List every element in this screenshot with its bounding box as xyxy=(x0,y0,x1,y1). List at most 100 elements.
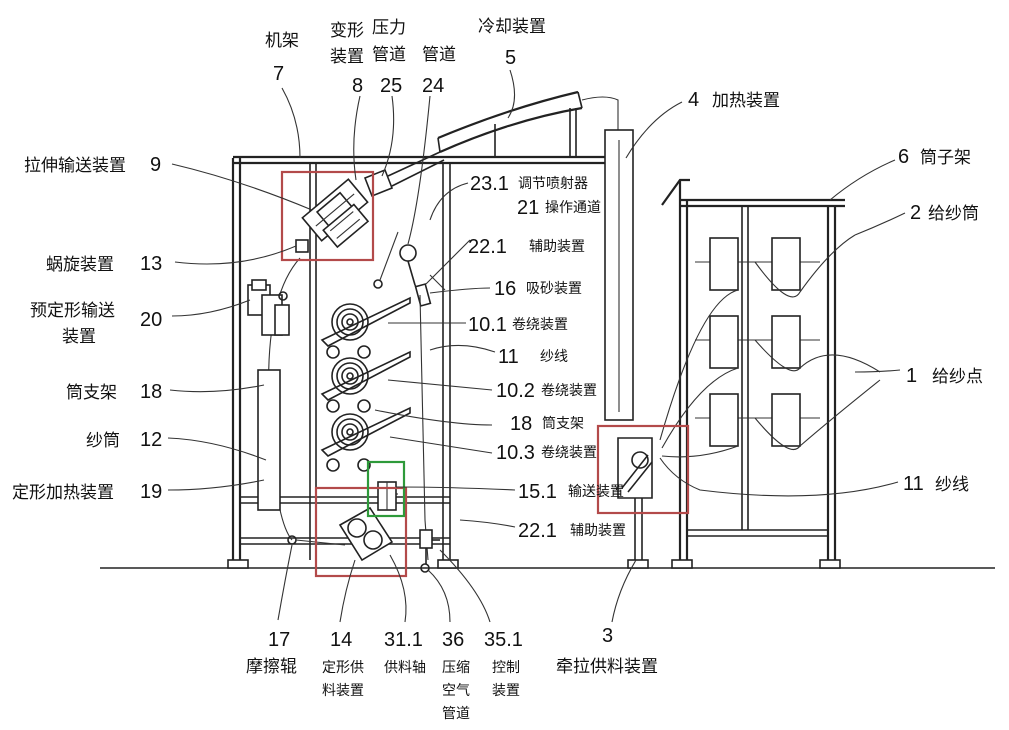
label-tube-holder-mid-text: 筒支架 xyxy=(542,415,584,432)
highlight-box-setting-feed xyxy=(314,486,408,578)
label-convey-text: 输送装置 xyxy=(568,484,624,500)
winding-device-1 xyxy=(320,296,411,359)
label-adjust-injector-text: 调节喷射器 xyxy=(518,176,588,192)
label-aux-upper-num: 22.1 xyxy=(468,236,507,258)
label-heating-num: 4 xyxy=(688,89,699,111)
label-suction-num: 16 xyxy=(494,278,516,300)
label-winding-3-text: 卷绕装置 xyxy=(541,445,597,461)
label-setting-feed-num: 14 xyxy=(330,629,352,651)
label-supply-bobbin-text: 给纱筒 xyxy=(928,204,979,224)
label-setting-heater-text: 定形加热装置 xyxy=(12,483,114,503)
label-compressed-air-text-3: 管道 xyxy=(442,706,470,722)
label-tube-holder-left-text: 筒支架 xyxy=(66,383,117,403)
label-yarn-mid-text: 纱线 xyxy=(540,349,568,365)
label-pipe-num: 24 xyxy=(422,75,444,97)
label-convey-num: 15.1 xyxy=(518,481,557,503)
label-deform-text-2: 装置 xyxy=(330,47,364,67)
label-setting-heater-num: 19 xyxy=(140,481,162,503)
draw-feed-device xyxy=(617,437,653,560)
highlight-box-stretch xyxy=(280,170,375,262)
highlight-box-draw-feed xyxy=(596,424,690,515)
label-aux-upper-text: 辅助装置 xyxy=(529,239,585,255)
label-pressure-pipe-num: 25 xyxy=(380,75,402,97)
suction-injector xyxy=(373,231,446,307)
label-yarn-mid-num: 11 xyxy=(498,346,519,368)
label-feed-shaft-num: 31.1 xyxy=(384,629,423,651)
creel-yarns xyxy=(659,234,881,458)
label-preset-convey-num: 20 xyxy=(140,309,162,331)
label-heating-text: 加热装置 xyxy=(712,91,780,111)
label-frame-num: 7 xyxy=(273,63,284,85)
label-frame-text: 机架 xyxy=(265,31,299,51)
leader-lines xyxy=(167,69,906,623)
label-pipe-text: 管道 xyxy=(422,45,456,65)
setting-heater xyxy=(257,369,281,511)
highlight-box-convey xyxy=(366,460,406,518)
label-deform-num: 8 xyxy=(352,75,363,97)
label-tube-holder-left-num: 18 xyxy=(140,381,162,403)
label-compressed-air-text-1: 压缩 xyxy=(442,660,470,676)
label-pressure-pipe-text-2: 管道 xyxy=(372,45,406,65)
preset-convey-device xyxy=(247,279,290,336)
label-pressure-pipe-text-1: 压力 xyxy=(372,18,406,38)
label-yarn-right-text: 纱线 xyxy=(935,475,969,495)
label-setting-feed-text-2: 料装置 xyxy=(322,683,364,699)
label-preset-convey-text-2: 装置 xyxy=(62,327,96,347)
creel-frame xyxy=(661,178,845,560)
label-supply-point-num: 1 xyxy=(906,365,917,387)
foot xyxy=(227,559,249,569)
winding-device-2 xyxy=(320,350,411,413)
label-aux-lower-num: 22.1 xyxy=(518,520,557,542)
label-setting-feed-text-1: 定形供 xyxy=(322,660,364,676)
label-friction-roller-text: 摩擦辊 xyxy=(246,657,297,677)
label-preset-convey-text-1: 预定形输送 xyxy=(30,301,115,321)
label-friction-roller-num: 17 xyxy=(268,629,290,651)
supply-bobbins xyxy=(709,237,801,447)
label-op-channel-num: 21 xyxy=(517,197,539,219)
label-tube-holder-mid-num: 18 xyxy=(510,413,532,435)
foot xyxy=(627,559,649,569)
label-deform-text-1: 变形 xyxy=(330,21,364,41)
deform-nozzle xyxy=(363,168,394,198)
foot xyxy=(819,559,841,569)
label-winding-3-num: 10.3 xyxy=(496,442,535,464)
label-winding-2-text: 卷绕装置 xyxy=(541,383,597,399)
foot xyxy=(671,559,693,569)
label-supply-point-text: 给纱点 xyxy=(932,367,983,387)
label-bobbin-text: 纱筒 xyxy=(86,431,120,451)
label-feed-shaft-text: 供料轴 xyxy=(384,660,426,676)
label-creel-text: 筒子架 xyxy=(920,148,971,168)
label-suction-text: 吸砂装置 xyxy=(526,281,582,297)
label-compressed-air-text-2: 空气 xyxy=(442,683,470,699)
heating-device xyxy=(604,129,634,421)
label-winding-1-text: 卷绕装置 xyxy=(512,317,568,333)
label-adjust-injector-num: 23.1 xyxy=(470,173,509,195)
label-winding-1-num: 10.1 xyxy=(468,314,507,336)
label-op-channel-text: 操作通道 xyxy=(545,200,601,216)
label-control-text-1: 控制 xyxy=(492,660,520,676)
label-winding-2-num: 10.2 xyxy=(496,380,535,402)
label-control-num: 35.1 xyxy=(484,629,523,651)
label-supply-bobbin-num: 2 xyxy=(910,202,921,224)
label-stretch-convey-num: 9 xyxy=(150,154,161,176)
label-draw-feed-num: 3 xyxy=(602,625,613,647)
label-draw-feed-text: 牵拉供料装置 xyxy=(556,657,658,677)
label-cooling-num: 5 xyxy=(505,47,516,69)
cooling-device xyxy=(437,90,619,157)
setting-feed-device xyxy=(338,506,394,562)
label-stretch-convey-text: 拉伸输送装置 xyxy=(24,156,126,176)
label-spiral-text: 蜗旋装置 xyxy=(46,255,114,275)
label-cooling-text: 冷却装置 xyxy=(478,17,546,37)
label-aux-lower-text: 辅助装置 xyxy=(570,523,626,539)
label-compressed-air-num: 36 xyxy=(442,629,464,651)
control-device xyxy=(419,529,440,564)
winding-device-3 xyxy=(320,406,411,472)
foot xyxy=(437,559,459,569)
label-creel-num: 6 xyxy=(898,146,909,168)
label-bobbin-num: 12 xyxy=(140,429,162,451)
label-control-text-2: 装置 xyxy=(492,683,520,699)
label-spiral-num: 13 xyxy=(140,253,162,275)
label-yarn-right-num: 11 xyxy=(903,473,924,495)
